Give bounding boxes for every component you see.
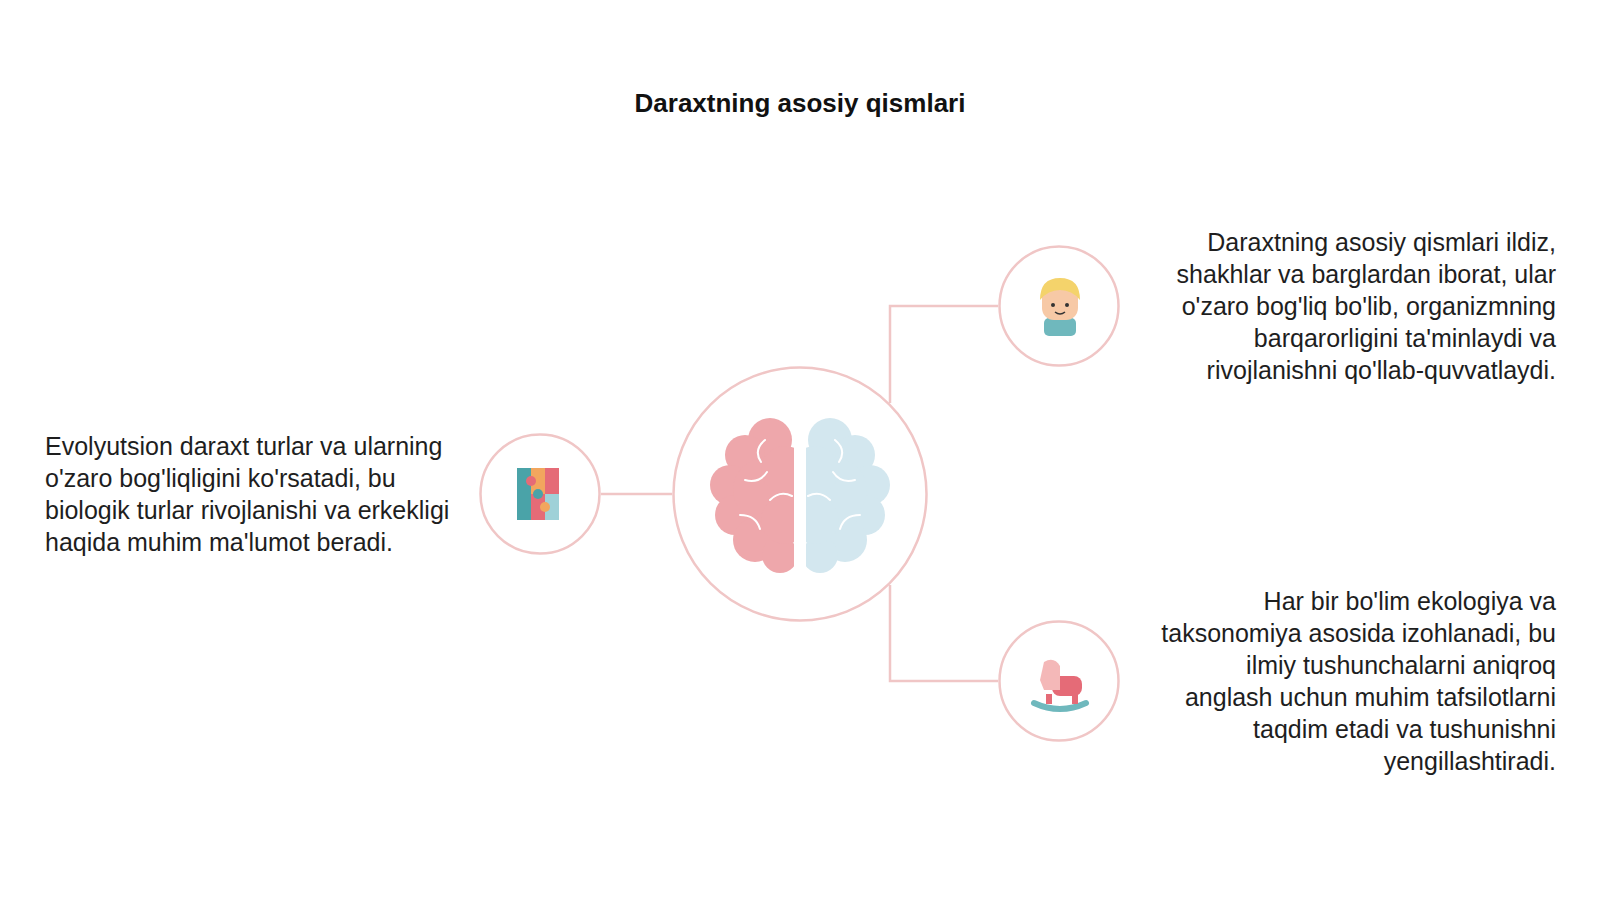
brain-icon (710, 418, 890, 573)
topic-circle: Daraxtning asosiy qismlari ildiz, shakhl… (998, 245, 1120, 367)
topic-text: Har bir bo'lim ekologiya va taksonomiya … (1160, 585, 1556, 777)
connector-line (890, 306, 998, 403)
circle-border (481, 435, 600, 554)
connector-line (601, 493, 672, 496)
circle-outline (672, 366, 928, 622)
topic-text: Daraxtning asosiy qismlari ildiz, shakhl… (1160, 226, 1556, 386)
topic-circle: Har bir bo'lim ekologiya va taksonomiya … (998, 620, 1120, 742)
topic-circle: Evolyutsion daraxt turlar va ularning o'… (479, 433, 601, 555)
rocking-horse-icon (1034, 660, 1086, 709)
puzzle-icon (517, 468, 559, 520)
child-icon (1040, 278, 1080, 336)
hub-circle (672, 366, 928, 622)
connector-line (890, 585, 998, 681)
circle-outline (998, 245, 1120, 367)
circle-border (674, 368, 927, 621)
circle-border (1000, 622, 1119, 741)
circle-outline (998, 620, 1120, 742)
diagram-title: Daraxtning asosiy qismlari (0, 88, 1600, 119)
topic-text: Evolyutsion daraxt turlar va ularning o'… (45, 430, 465, 558)
circle-border (1000, 247, 1119, 366)
circle-outline (479, 433, 601, 555)
